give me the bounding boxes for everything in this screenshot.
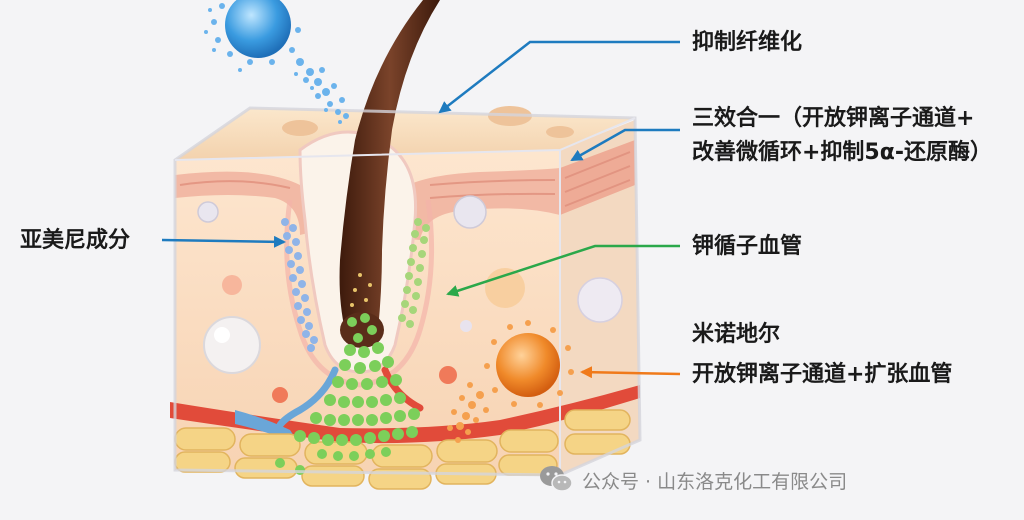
label-triple-line2: 改善微循环+抑制5α-还原酶）: [692, 138, 992, 168]
label-potassium: 钾循子血管: [692, 232, 802, 262]
wechat-icon: [538, 463, 574, 495]
arrow-fibrosis: [440, 42, 680, 112]
skin-block: [170, 0, 640, 489]
label-fibrosis: 抑制纤维化: [692, 28, 802, 58]
label-triple-line1: 三效合一（开放钾离子通道+: [692, 104, 974, 134]
label-yamei: 亚美尼成分: [20, 226, 130, 256]
label-minoxidil: 米诺地尔: [692, 320, 780, 350]
label-minoxidil-effect: 开放钾离子通道+扩张血管: [692, 360, 952, 390]
watermark-text: 公众号 · 山东洛克化工有限公司: [582, 467, 847, 494]
blue-particle: [204, 0, 349, 124]
